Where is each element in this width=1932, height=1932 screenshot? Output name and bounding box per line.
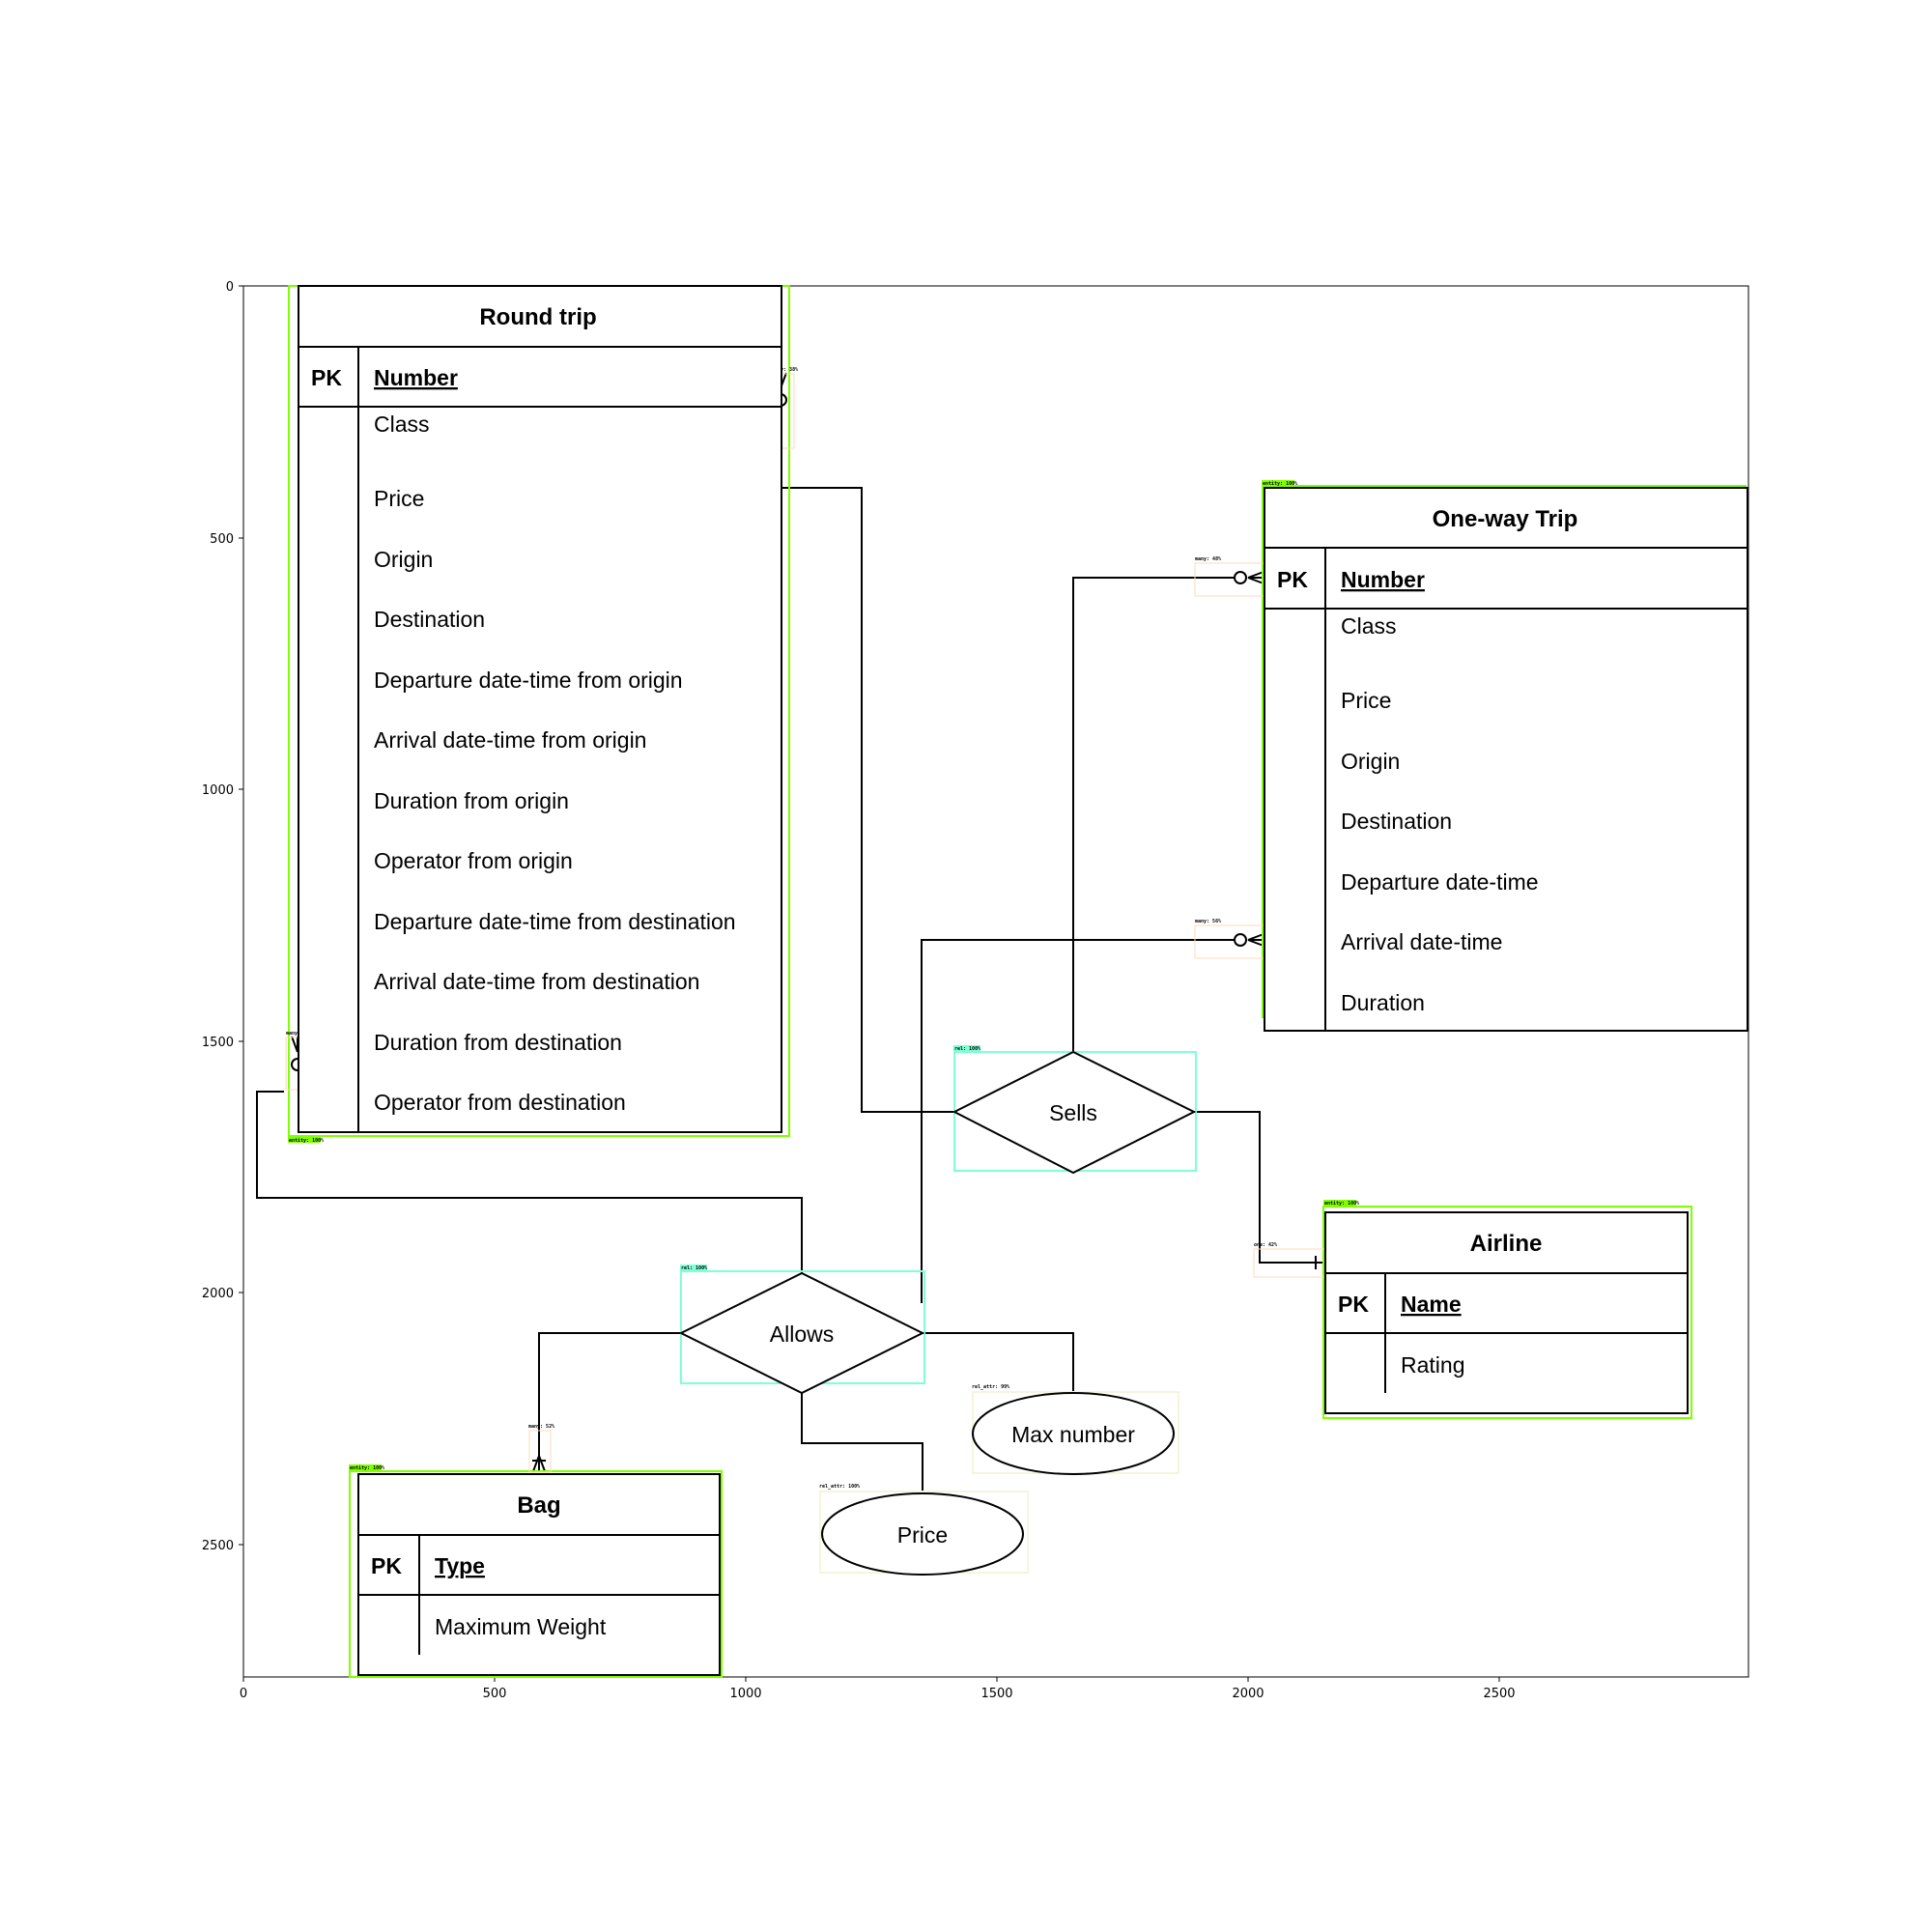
line-roundtrip-allows <box>256 1091 803 1273</box>
attribute: Duration from destination <box>374 1030 622 1055</box>
pk-attribute: Number <box>374 365 458 390</box>
tag-bg <box>288 1137 321 1143</box>
entity-title: Airline <box>1470 1231 1543 1257</box>
many-mandatory-icon <box>532 1455 546 1472</box>
relationship-label: Allows <box>770 1321 834 1347</box>
cardinality-tag: one: 42% <box>1254 1242 1277 1248</box>
attribute: Duration from origin <box>374 788 569 813</box>
entity-bag[interactable]: Bag PK Type Maximum Weight <box>357 1473 721 1676</box>
entity-title: One-way Trip <box>1433 506 1578 532</box>
rel-attribute-label: Max number <box>1011 1422 1135 1447</box>
relationship-tag: rel: 100% <box>954 1046 980 1052</box>
tag-bg <box>680 1264 707 1270</box>
line-sells-oneway-pk <box>1072 577 1240 1051</box>
attribute: Destination <box>374 607 485 632</box>
attribute: Price <box>1341 688 1391 713</box>
rel-attribute-label: Price <box>897 1522 948 1548</box>
entity-tag: entity: 100% <box>350 1465 384 1471</box>
attribute: Departure date-time from origin <box>374 668 683 693</box>
line-allows-maxnumber <box>923 1332 1074 1393</box>
pk-attribute: Number <box>1341 567 1425 592</box>
tag-bg <box>349 1464 382 1470</box>
y-tick-label: 1000 <box>202 783 234 798</box>
entity-airline[interactable]: Airline PK Name Rating <box>1324 1211 1689 1414</box>
tag-bg <box>1323 1200 1356 1206</box>
entity-title: Round trip <box>479 304 596 330</box>
y-tick-label: 500 <box>210 532 234 547</box>
entity-tag: entity: 100% <box>289 1138 324 1144</box>
tag-bg <box>953 1045 980 1051</box>
attribute: Duration <box>1341 990 1425 1015</box>
attribute: Destination <box>1341 809 1452 834</box>
relationship-label: Sells <box>1049 1100 1097 1125</box>
pk-attribute: Type <box>435 1553 485 1578</box>
entity-detection-box <box>1322 1206 1692 1419</box>
entity-detection-box <box>349 1470 723 1678</box>
entity-one-way-trip[interactable]: One-way Trip PK Number Class Price Origi… <box>1264 487 1748 1032</box>
entity-tag: entity: 100% <box>1324 1201 1359 1207</box>
attribute: Maximum Weight <box>435 1614 607 1639</box>
attribute: Arrival date-time from origin <box>374 727 646 753</box>
attribute: Arrival date-time from destination <box>374 969 699 994</box>
pk-label: PK <box>371 1553 402 1578</box>
entity-title: Bag <box>517 1492 560 1519</box>
cardinality-tag: many: 48% <box>1195 556 1221 562</box>
x-tick-label: 1000 <box>729 1687 761 1701</box>
line-allows-oneway-arrival <box>921 939 1240 1303</box>
x-tick-label: 2500 <box>1483 1687 1515 1701</box>
y-tick-label: 2000 <box>202 1287 234 1301</box>
attribute: Class <box>374 412 430 437</box>
attribute: Departure date-time from destination <box>374 909 736 934</box>
x-tick-label: 1500 <box>980 1687 1012 1701</box>
attribute: Class <box>1341 613 1397 639</box>
attribute: Operator from destination <box>374 1090 626 1115</box>
rel-attribute-price[interactable]: Price <box>821 1492 1024 1576</box>
x-tick-label: 500 <box>483 1687 507 1701</box>
x-axis: 0 500 1000 1500 2000 2500 <box>240 1677 1516 1701</box>
cardinality-tag: many: 38% <box>772 367 798 373</box>
many-optional-icon <box>1234 933 1264 947</box>
attribute: Price <box>374 486 424 511</box>
relationship-tag: rel: 100% <box>681 1265 707 1271</box>
attribute: Departure date-time <box>1341 869 1539 895</box>
entity-round-trip[interactable]: Round trip PK Number Class Price Origin … <box>298 285 782 1133</box>
attribute: Operator from origin <box>374 848 573 873</box>
relationship-sells[interactable]: Sells <box>952 1050 1197 1175</box>
pk-attribute: Name <box>1401 1292 1462 1317</box>
connector-lines <box>256 487 1325 1493</box>
pk-label: PK <box>1338 1292 1369 1317</box>
attribute: Origin <box>374 547 433 572</box>
y-tick-label: 2500 <box>202 1539 234 1553</box>
attribute: Rating <box>1401 1352 1464 1378</box>
y-tick-label: 1500 <box>202 1036 234 1050</box>
rel-attribute-max-number[interactable]: Max number <box>972 1392 1175 1475</box>
pk-label: PK <box>1277 567 1308 592</box>
pk-label: PK <box>311 365 342 390</box>
cardinality-tag: many: 56% <box>1195 919 1221 924</box>
line-allows-price <box>801 1393 923 1493</box>
entity-tag: entity: 100% <box>1263 481 1297 487</box>
one-mandatory-icon <box>1315 1256 1317 1269</box>
rel-attr-tag: rel_attr: 100% <box>819 1484 860 1490</box>
rel-attr-tag: rel_attr: 99% <box>972 1384 1009 1390</box>
cardinality-detection-box <box>528 1430 552 1473</box>
x-tick-label: 2000 <box>1232 1687 1264 1701</box>
y-tick-label: 0 <box>226 280 234 295</box>
x-tick-label: 0 <box>240 1687 247 1701</box>
tag-bg <box>1262 480 1294 486</box>
line-allows-bag <box>538 1332 681 1471</box>
attribute: Arrival date-time <box>1341 929 1502 954</box>
cardinality-tag: many: 52% <box>528 1424 554 1430</box>
relationship-allows[interactable]: Allows <box>678 1271 925 1395</box>
line-sells-airline <box>1194 1111 1325 1264</box>
line-roundtrip-sells <box>781 487 954 1113</box>
attribute: Origin <box>1341 749 1400 774</box>
many-optional-icon <box>1234 571 1264 584</box>
y-axis: 0 500 1000 1500 2000 2500 <box>202 280 243 1553</box>
